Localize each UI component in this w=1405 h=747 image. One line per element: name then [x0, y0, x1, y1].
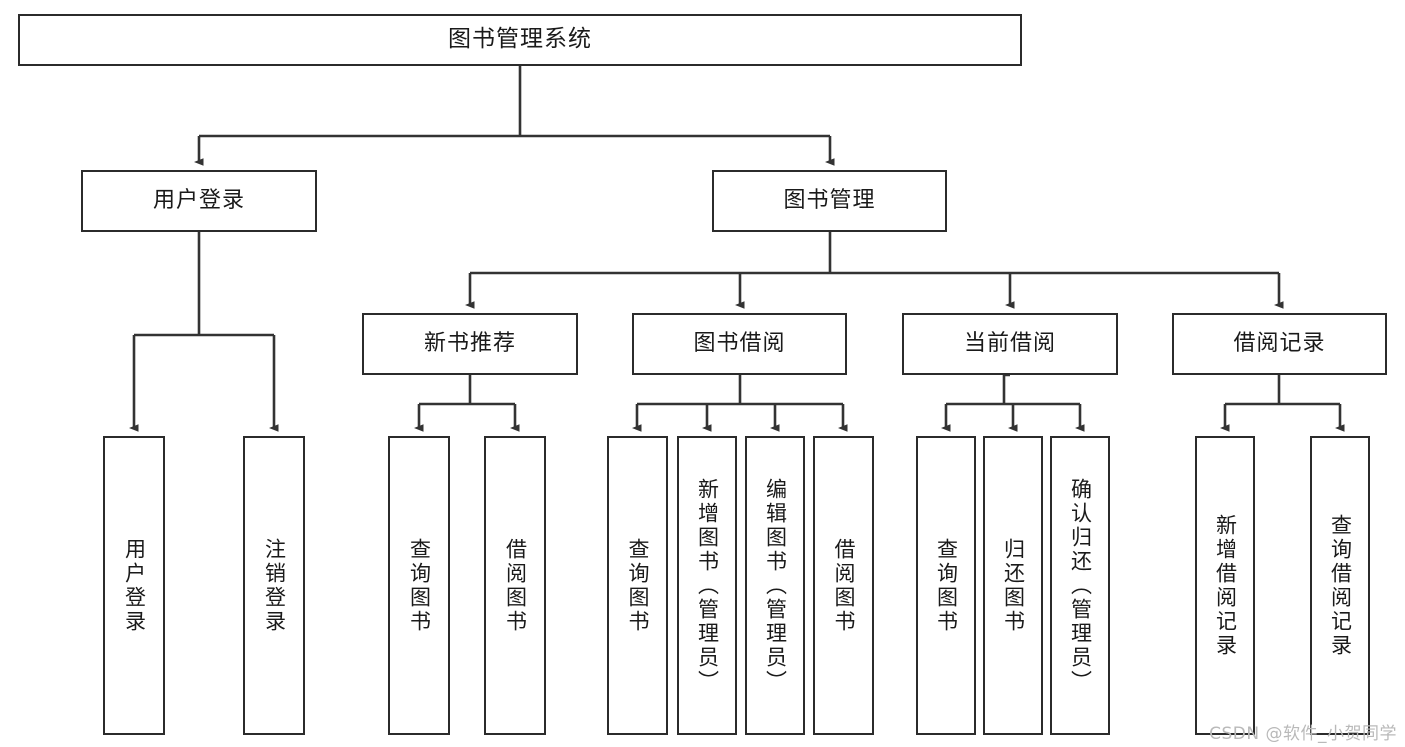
node-user-login[interactable]: 用户登录: [81, 170, 317, 232]
leaf-add-book[interactable]: 新增图书（管理员）: [677, 436, 737, 735]
node-current-borrow-label: 当前借阅: [963, 331, 1056, 357]
leaf-add-record[interactable]: 新增借阅记录: [1195, 436, 1255, 735]
node-borrow-record[interactable]: 借阅记录: [1172, 313, 1387, 375]
node-user-login-label: 用户登录: [152, 188, 245, 214]
leaf-return-book[interactable]: 归还图书: [983, 436, 1043, 735]
leaf-user-login[interactable]: 用户登录: [103, 436, 165, 735]
leaf-query-book-3-label: 查询图书: [934, 537, 959, 634]
leaf-query-book-3[interactable]: 查询图书: [916, 436, 976, 735]
leaf-query-record-label: 查询借阅记录: [1328, 513, 1353, 658]
node-new-book-rec-label: 新书推荐: [423, 331, 516, 357]
node-current-borrow[interactable]: 当前借阅: [902, 313, 1118, 375]
leaf-edit-book[interactable]: 编辑图书（管理员）: [745, 436, 805, 735]
leaf-add-record-label: 新增借阅记录: [1213, 513, 1238, 658]
leaf-borrow-book-2[interactable]: 借阅图书: [813, 436, 874, 735]
node-root-system[interactable]: 图书管理系统: [18, 14, 1022, 66]
csdn-watermark: CSDN @软件_小贺同学: [1209, 724, 1397, 744]
leaf-edit-book-label: 编辑图书（管理员）: [763, 477, 788, 694]
node-new-book-rec[interactable]: 新书推荐: [362, 313, 578, 375]
node-root-system-label: 图书管理系统: [448, 26, 592, 53]
leaf-query-book-1[interactable]: 查询图书: [388, 436, 450, 735]
leaf-query-book-2[interactable]: 查询图书: [607, 436, 668, 735]
leaf-borrow-book-1-label: 借阅图书: [503, 537, 528, 634]
connector-current-borrow-stem: [1002, 373, 1010, 404]
leaf-query-book-2-label: 查询图书: [626, 537, 650, 634]
leaf-add-book-label: 新增图书（管理员）: [695, 477, 720, 694]
leaf-borrow-book-1[interactable]: 借阅图书: [484, 436, 546, 735]
leaf-query-book-1-label: 查询图书: [407, 537, 432, 634]
node-book-manage[interactable]: 图书管理: [712, 170, 947, 232]
leaf-confirm-return[interactable]: 确认归还（管理员）: [1050, 436, 1110, 735]
leaf-user-login-label: 用户登录: [122, 537, 147, 634]
node-book-borrow-label: 图书借阅: [693, 331, 786, 357]
leaf-borrow-book-2-label: 借阅图书: [832, 537, 856, 634]
leaf-return-book-label: 归还图书: [1001, 537, 1026, 634]
leaf-confirm-return-label: 确认归还（管理员）: [1068, 477, 1093, 694]
leaf-user-logout-label: 注销登录: [262, 537, 287, 634]
leaf-user-logout[interactable]: 注销登录: [243, 436, 305, 735]
node-borrow-record-label: 借阅记录: [1233, 331, 1326, 357]
node-book-borrow[interactable]: 图书借阅: [632, 313, 847, 375]
leaf-query-record[interactable]: 查询借阅记录: [1310, 436, 1370, 735]
node-book-manage-label: 图书管理: [783, 188, 876, 214]
